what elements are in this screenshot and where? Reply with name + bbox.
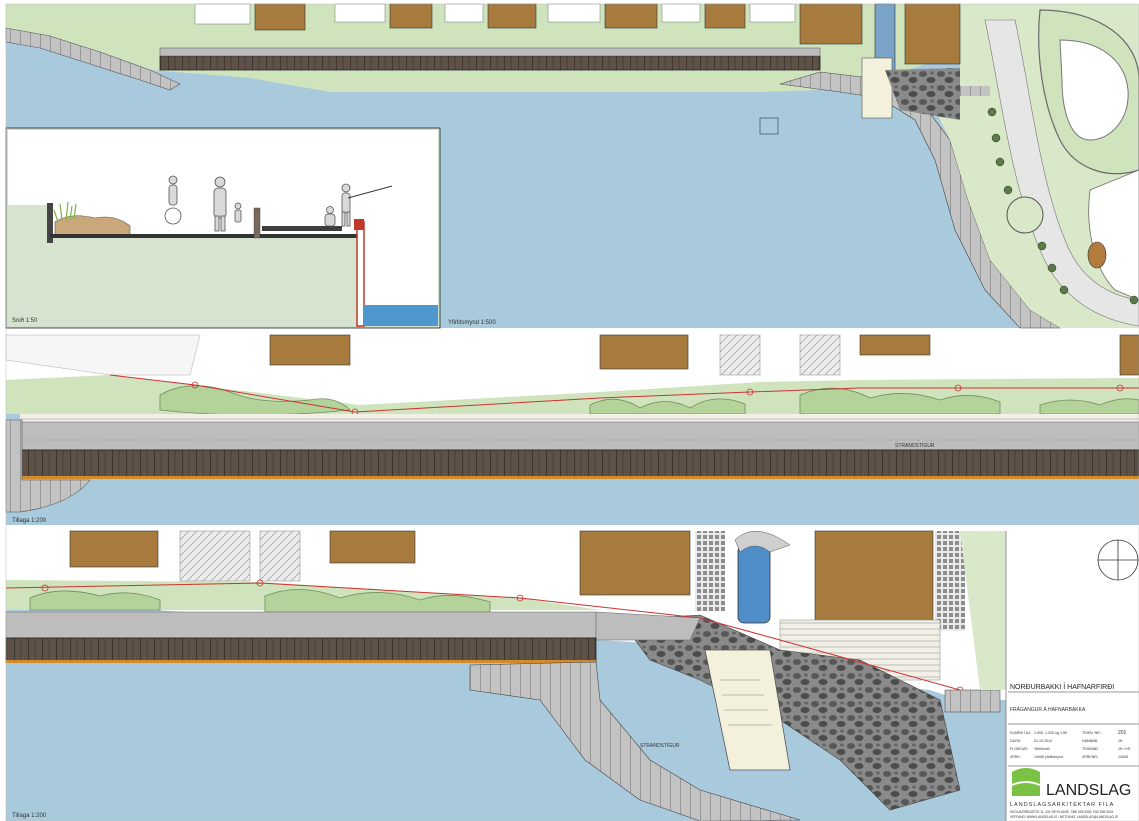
plan-1-hedges (159, 385, 1139, 416)
tb-field-value-2: 14006 (1118, 755, 1128, 759)
plan-1-buildings (269, 334, 1139, 376)
divider-2 (6, 525, 1139, 531)
small-roundabout (1006, 196, 1044, 234)
plan-1-deck (19, 449, 1139, 479)
plan-panel-2: Tillaga 1:200 STRANDSTÍGUR (5, 530, 1006, 821)
section-grass (53, 201, 77, 223)
tb-field-value: 14006 yfirlitsmynd (1034, 755, 1063, 759)
logo-subtitle: LANDSLAGSARKITEKTAR FÍLA (1010, 801, 1114, 808)
plan-2-boundary (5, 582, 961, 691)
plan-1-label: Tillaga 1:200 (12, 518, 47, 524)
logo-word: LANDSLAG (1046, 782, 1131, 799)
pier-steps (861, 57, 893, 119)
road-curve (984, 19, 1139, 327)
plan-panel-1: Tillaga 1:200 STRANDSTÍGUR (5, 334, 1139, 525)
plan-2-deck (5, 637, 597, 663)
plan-2-tile-border-2 (935, 531, 965, 631)
rock-fill-top (885, 68, 960, 120)
overview-label: Yfirlitsmynd 1:500 (448, 320, 496, 326)
project-subtitle: FRÁGANGUR Á HAFNARBAKKA (1010, 706, 1086, 713)
fishing-rod (347, 185, 393, 199)
landslag-logo: LANDSLAG (1012, 768, 1131, 799)
quay-path (159, 47, 821, 57)
section-quay-edge (356, 221, 365, 327)
small-house (1087, 241, 1107, 269)
section-fender (354, 219, 364, 230)
divider-1 (6, 330, 1139, 335)
tb-field-value: Yfirlit/snið (1034, 746, 1050, 751)
section-wall (47, 203, 53, 243)
title-block: NORÐURBAKKI Í HAFNARFIRÐI FRÁGANGUR Á HA… (1005, 531, 1139, 821)
sheet-frame (5, 3, 1139, 821)
plan-2-buildings (69, 530, 934, 632)
plan-1-paving-hatch (719, 334, 761, 376)
steps-top (960, 86, 990, 96)
bollard (253, 207, 261, 239)
revetment-west (5, 27, 181, 91)
plan-1-deck-edge (20, 476, 1139, 479)
plan-2-street (5, 611, 597, 639)
plan-2-east-green (960, 531, 1006, 690)
buildings-top (254, 3, 961, 65)
tb-field-value-2: JH / ÞS (1118, 747, 1131, 751)
tb-field-value-2: 201 (1118, 730, 1127, 736)
tb-field-value-2: JH (1118, 739, 1123, 743)
quay-deck (159, 55, 821, 71)
tb-field-key: VERK: (1010, 755, 1021, 759)
tree-row (987, 107, 1139, 305)
plan-1-street-label: STRANDSTÍGUR (895, 442, 935, 449)
plan-2-street-label: STRANDSTÍGUR (640, 742, 680, 749)
plan-2-paving-hatch-2 (259, 530, 301, 582)
tb-field-key-2: TEIKNAÐ: (1082, 747, 1099, 751)
tb-field-value: 1:500, 1:200 og 1:50 (1034, 731, 1067, 735)
plan-2-steps-east (944, 689, 1001, 713)
plan-2-canal (737, 544, 771, 624)
plan-2-canopy (734, 530, 791, 553)
roundabout-centre (1059, 39, 1129, 141)
plan-2-paving-hatch (179, 530, 251, 582)
tb-field-key-2: HANNAÐ: (1082, 739, 1098, 743)
plan-1-revetment (5, 419, 91, 513)
plan-1-paving-strip (20, 414, 1139, 422)
marker-box (759, 117, 779, 135)
plan-2-tile-border (695, 531, 725, 611)
plots-top (194, 3, 796, 25)
section-deck-line (50, 234, 360, 238)
title-block-fields: KVARÐI Í A1:1:500, 1:200 og 1:50 TEIKN. N… (1010, 730, 1131, 759)
plan-2-deck-edge (6, 660, 596, 663)
plan-1-street (19, 421, 1139, 451)
plan-1-paving-hatch-2 (799, 334, 841, 376)
tb-field-key: DAGS: (1010, 739, 1021, 743)
tb-field-key-2: TEIKN. NR.: (1082, 731, 1102, 735)
plan-2-hedges (29, 589, 491, 613)
section-label: Snið 1:50 (12, 317, 38, 324)
office-address: SKÓLAVÖRÐUSTÍG 11, 101 REYKJAVÍK, SÍMI 5… (1010, 809, 1114, 814)
section-sea (364, 305, 438, 326)
section-bench (262, 226, 342, 231)
tb-field-key: FLOKKUR: (1010, 747, 1028, 751)
section-inset: Snið 1:50 (5, 127, 441, 329)
project-title: NORÐURBAKKI Í HAFNARFIRÐI (1010, 682, 1114, 691)
tb-field-key: KVARÐI Í A1: (1010, 731, 1031, 735)
plan-2-pier-benches (720, 679, 772, 726)
tb-field-value: 01.10.2014 (1034, 739, 1052, 743)
office-web: VEFFANG: WWW.LANDSLAG.IS / NETFANG: LAND… (1010, 815, 1118, 819)
plan-1-boundary (109, 374, 1139, 413)
plan-2-label: Tillaga 1:200 (12, 813, 47, 819)
plan-2-street-end (595, 611, 701, 641)
tb-field-key-2: VERKNR.: (1082, 755, 1099, 759)
plan-2-rock-area (619, 614, 961, 811)
